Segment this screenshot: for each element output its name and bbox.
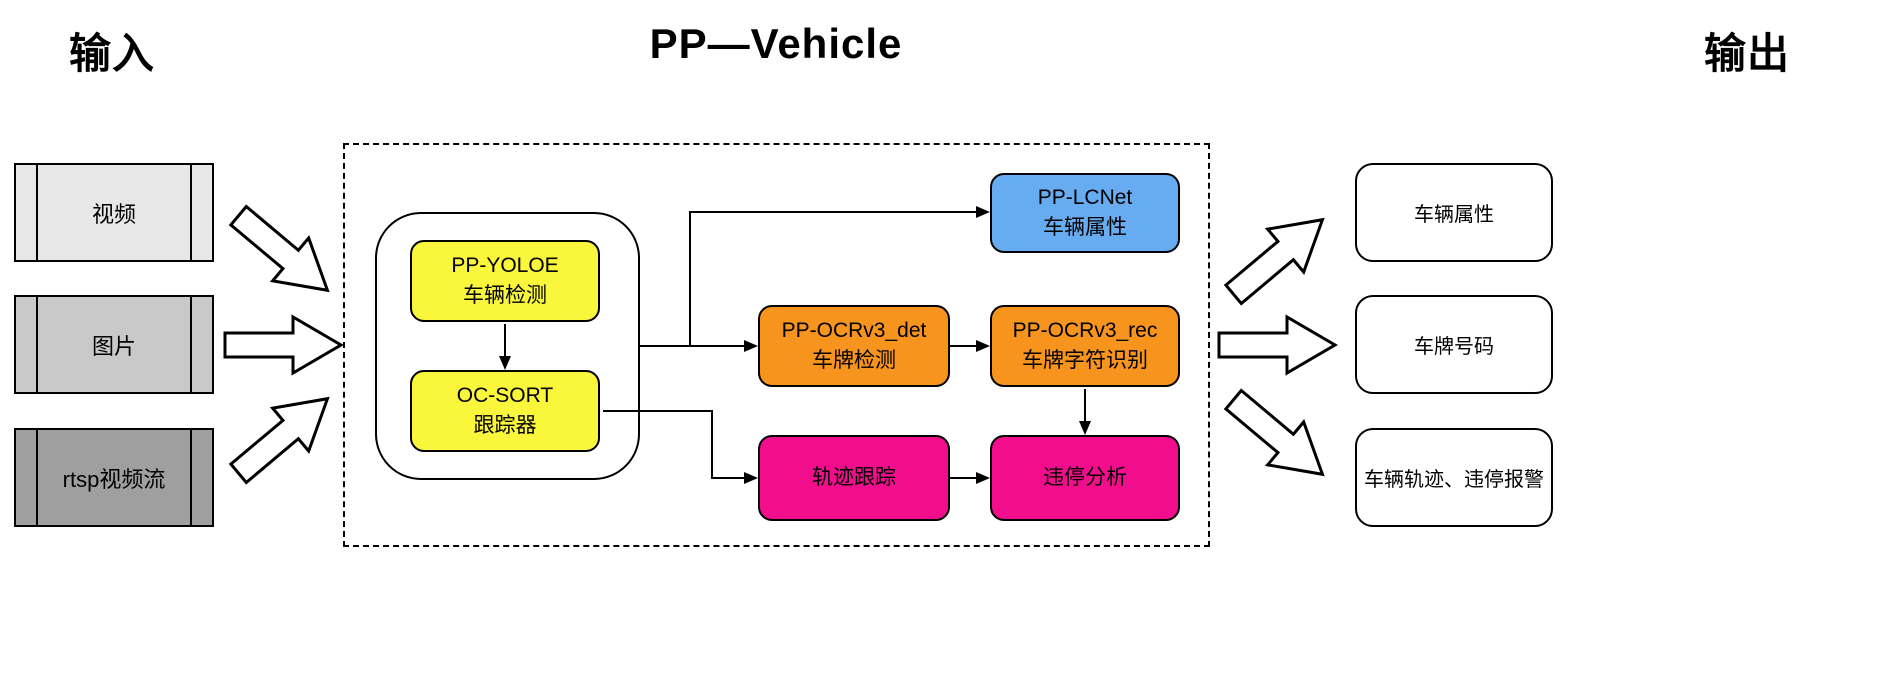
block-arrow-icon <box>228 204 330 293</box>
node-plate-detection-name: PP-OCRv3_det <box>781 318 927 342</box>
node-plate-recognition-name: PP-OCRv3_rec <box>1012 318 1158 342</box>
input-box-rtsp-stream-label: rtsp视频流 <box>62 466 166 492</box>
input-box-video-label: 视频 <box>91 201 136 227</box>
node-trajectory-tracking-label: 轨迹跟踪 <box>812 465 896 489</box>
node-vehicle-attribute: PP-LCNet 车辆属性 <box>990 173 1180 253</box>
arrow-pipeline-to-attribute-output <box>1211 194 1344 320</box>
node-tracker: OC-SORT 跟踪器 <box>410 370 600 452</box>
block-arrow-icon <box>1217 314 1338 376</box>
node-plate-detection: PP-OCRv3_det 车牌检测 <box>758 305 950 387</box>
node-plate-recognition-desc: 车牌字符识别 <box>1022 349 1148 372</box>
node-tracker-name: OC-SORT <box>456 383 554 407</box>
node-vehicle-detection-desc: 车辆检测 <box>463 284 547 307</box>
output-box-plate-number-label: 车牌号码 <box>1414 336 1494 358</box>
node-plate-detection-desc: 车牌检测 <box>812 349 896 372</box>
arrow-image-to-pipeline <box>223 313 344 377</box>
arrow-pipeline-to-trajectory-output <box>1211 374 1344 500</box>
pipeline-container <box>343 143 1210 547</box>
node-vehicle-detection: PP-YOLOE 车辆检测 <box>410 240 600 322</box>
block-arrow-icon <box>1223 217 1325 306</box>
block-arrow-icon <box>228 396 330 485</box>
input-box-image-label: 图片 <box>91 333 136 359</box>
output-section-title: 输出 <box>1703 30 1791 77</box>
node-illegal-parking: 违停分析 <box>990 435 1180 521</box>
input-box-rtsp-stream: rtsp视频流 <box>14 428 214 527</box>
input-section-title: 输入 <box>68 30 156 77</box>
output-box-plate-number: 车牌号码 <box>1355 295 1553 394</box>
output-box-trajectory-alarm: 车辆轨迹、违停报警 <box>1355 428 1553 527</box>
node-trajectory-tracking: 轨迹跟踪 <box>758 435 950 521</box>
input-box-image: 图片 <box>14 295 214 394</box>
node-illegal-parking-label: 违停分析 <box>1043 465 1127 489</box>
node-plate-recognition: PP-OCRv3_rec 车牌字符识别 <box>990 305 1180 387</box>
block-arrow-icon <box>1223 388 1325 477</box>
output-box-vehicle-attribute: 车辆属性 <box>1355 163 1553 262</box>
node-tracker-desc: 跟踪器 <box>473 414 537 437</box>
block-arrow-icon <box>223 314 344 376</box>
node-vehicle-detection-name: PP-YOLOE <box>451 253 559 277</box>
diagram-title: PP—Vehicle <box>649 20 903 67</box>
arrow-rtsp-to-pipeline <box>216 373 349 499</box>
arrow-video-to-pipeline <box>216 190 349 316</box>
output-box-vehicle-attribute-label: 车辆属性 <box>1414 204 1494 226</box>
input-box-video: 视频 <box>14 163 214 262</box>
output-box-trajectory-alarm-label: 车辆轨迹、违停报警 <box>1364 469 1544 491</box>
arrow-pipeline-to-plate-output <box>1217 313 1338 377</box>
node-vehicle-attribute-desc: 车辆属性 <box>1043 216 1127 239</box>
node-vehicle-attribute-name: PP-LCNet <box>1037 185 1133 209</box>
